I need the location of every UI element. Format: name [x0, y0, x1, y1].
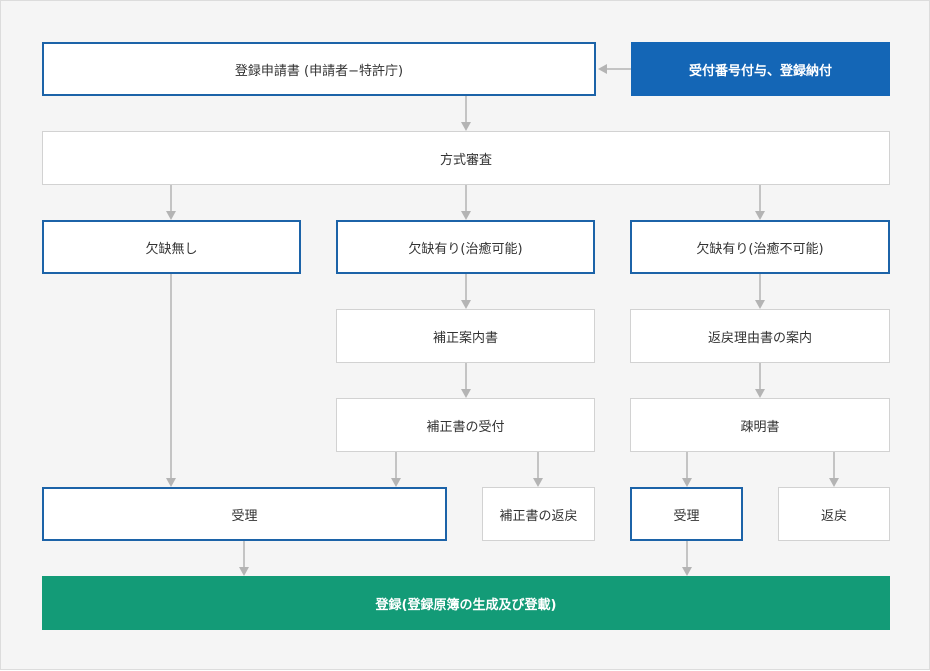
amendment-notice-box: 補正案内書: [336, 309, 595, 363]
arrowhead-explanation-to-acceptance: [682, 478, 692, 487]
arrowhead-amendment-to-return: [533, 478, 543, 487]
arrowhead-notice-to-amendment-receipt: [461, 389, 471, 398]
arrowhead-application-to-exam: [461, 122, 471, 131]
amendment-return-label: 補正書の返戻: [499, 508, 578, 524]
return-reason-notice-box: 返戻理由書の案内: [630, 309, 890, 363]
arrowhead-no-defect-to-acceptance: [166, 478, 176, 487]
acceptance-main-label: 受理: [231, 508, 258, 524]
defect-fixable-box: 欠缺有り(治癒可能): [336, 220, 595, 274]
return-box: 返戻: [778, 487, 890, 541]
amendment-receipt-label: 補正書の受付: [426, 419, 505, 435]
arrowhead-explanation-to-return: [829, 478, 839, 487]
arrowhead-exam-to-no-defect: [166, 211, 176, 220]
arrowhead-unfixable-to-reason-notice: [755, 300, 765, 309]
formality-exam-box: 方式審査: [42, 131, 890, 185]
explanation-box: 疎明書: [630, 398, 890, 452]
no-defect-box: 欠缺無し: [42, 220, 301, 274]
acceptance-right-box: 受理: [630, 487, 743, 541]
formality-exam-label: 方式審査: [439, 152, 492, 168]
arrowhead-reason-notice-to-explanation: [755, 389, 765, 398]
arrowhead-exam-to-defect-fixable: [461, 211, 471, 220]
arrowhead-exam-to-defect-unfixable: [755, 211, 765, 220]
amendment-notice-label: 補正案内書: [432, 330, 498, 346]
application-box: 登録申請書 (申請者−特許庁): [42, 42, 596, 96]
acceptance-main-box: 受理: [42, 487, 447, 541]
receipt-label: 受付番号付与、登録納付: [688, 63, 832, 79]
defect-fixable-label: 欠缺有り(治癒可能): [408, 241, 523, 257]
arrowhead-fixable-to-notice: [461, 300, 471, 309]
arrowhead-acceptance-right-to-registration: [682, 567, 692, 576]
application-label: 登録申請書 (申請者−特許庁): [234, 63, 404, 79]
arrowhead-amendment-to-acceptance: [391, 478, 401, 487]
acceptance-right-label: 受理: [673, 508, 700, 524]
defect-unfixable-label: 欠缺有り(治癒不可能): [696, 241, 824, 257]
arrowhead-receipt-to-application: [598, 64, 607, 74]
return-label: 返戻: [820, 508, 847, 524]
registration-label: 登録(登録原簿の生成及び登載): [375, 597, 557, 613]
receipt-box: 受付番号付与、登録納付: [631, 42, 890, 96]
no-defect-label: 欠缺無し: [145, 241, 198, 257]
return-reason-notice-label: 返戻理由書の案内: [707, 330, 812, 346]
registration-box: 登録(登録原簿の生成及び登載): [42, 576, 890, 630]
amendment-receipt-box: 補正書の受付: [336, 398, 595, 452]
explanation-label: 疎明書: [740, 419, 780, 435]
defect-unfixable-box: 欠缺有り(治癒不可能): [630, 220, 890, 274]
amendment-return-box: 補正書の返戻: [482, 487, 595, 541]
arrowhead-acceptance-main-to-registration: [239, 567, 249, 576]
